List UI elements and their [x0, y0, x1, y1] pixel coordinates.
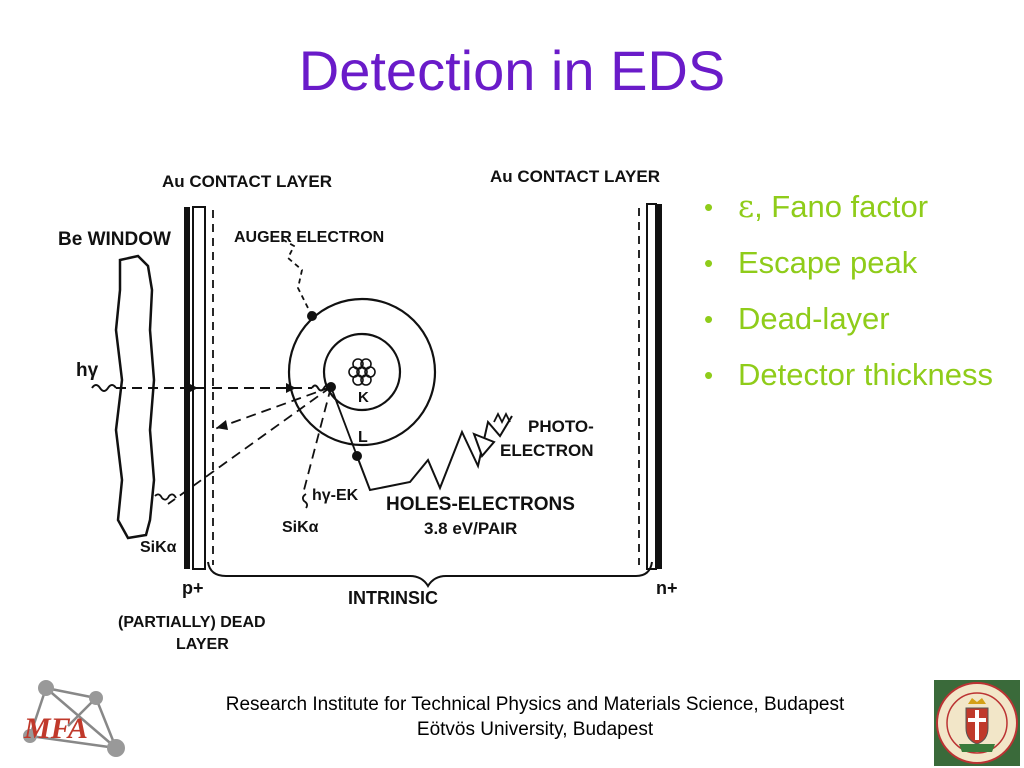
right-contact-bar [656, 204, 662, 569]
hg-ek-line [330, 386, 358, 457]
atom-k-shell [322, 332, 402, 412]
university-seal-logo [934, 680, 1020, 766]
label-holes: HOLES-ELECTRONS [386, 494, 575, 515]
bullet-fano-text: , Fano factor [754, 189, 929, 224]
atom-nucleus [348, 358, 376, 386]
label-sika-left: SiKα [140, 539, 177, 556]
sika-mid-wave [301, 493, 309, 509]
label-k: K [358, 389, 369, 406]
bullet-dead-layer: Dead-layer [700, 302, 1010, 337]
right-contact-inner [646, 203, 657, 570]
bullet-list: ε, Fano factor Escape peak Dead-layer De… [700, 190, 1010, 414]
label-photo: PHOTO- [528, 417, 594, 436]
label-dead: (PARTIALLY) DEAD [118, 614, 266, 631]
label-auger: AUGER ELECTRON [234, 229, 384, 246]
label-p-plus: p+ [182, 578, 204, 598]
intrinsic-brace [207, 561, 653, 588]
photoelectron-path [356, 415, 513, 492]
label-electron: ELECTRON [500, 441, 594, 460]
label-hgamma: hγ [76, 360, 99, 381]
label-n-plus: n+ [656, 578, 678, 598]
footer-line-2: Eötvös University, Budapest [416, 719, 654, 740]
arrow-head [216, 420, 228, 430]
footer: Research Institute for Technical Physics… [130, 692, 940, 742]
arrow-head [286, 383, 296, 393]
bullet-escape-peak: Escape peak [700, 246, 1010, 281]
mfa-logo-text: MFA [23, 712, 88, 745]
eds-detector-diagram: Au CONTACT LAYER Au CONTACT LAYER Be WIN… [58, 167, 678, 653]
mfa-logo: MFA [23, 680, 125, 757]
label-dead-layer: LAYER [176, 636, 229, 653]
auger-path [279, 237, 313, 317]
be-window-shape [114, 254, 156, 540]
incoming-photon-wave [91, 384, 117, 392]
label-be-window: Be WINDOW [58, 229, 171, 250]
label-l: L [358, 429, 368, 446]
label-hg-ek: hγ-EK [312, 487, 359, 504]
footer-line-1: Research Institute for Technical Physics… [225, 694, 845, 715]
label-pair: 3.8 eV/PAIR [424, 519, 517, 538]
label-sika-mid: SiKα [282, 519, 319, 536]
label-au-contact-right: Au CONTACT LAYER [490, 167, 660, 186]
arrow-head [188, 383, 198, 393]
photoelectron-arrow [472, 432, 496, 458]
backscatter-line [211, 386, 332, 431]
label-intrinsic: INTRINSIC [348, 588, 438, 608]
bullet-fano: ε, Fano factor [700, 189, 1010, 225]
photon-wave-atom [311, 384, 331, 392]
epsilon-symbol: ε [738, 189, 755, 225]
atom-l-shell [287, 297, 437, 447]
sika-escape-wave [154, 493, 177, 501]
sika-mid-line [303, 386, 332, 491]
slide-title: Detection in EDS [298, 39, 726, 102]
photoelectron-end-wave [493, 411, 511, 425]
label-au-contact-left: Au CONTACT LAYER [162, 172, 332, 191]
sika-escape-line [167, 386, 332, 505]
bullet-detector-thickness: Detector thickness [700, 358, 1010, 393]
